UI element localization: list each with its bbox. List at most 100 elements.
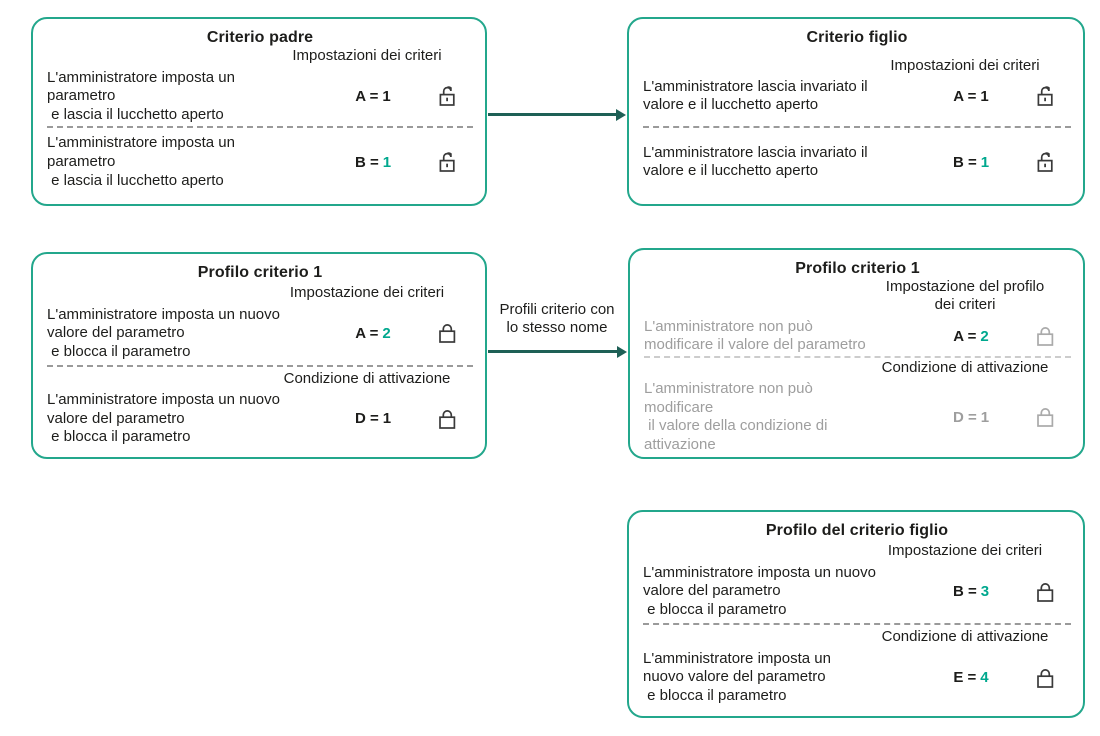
- activation-condition-section: Condizione di attivazione L'amministrato…: [47, 368, 473, 450]
- section-divider: [643, 125, 1071, 128]
- policy-setting-section: L'amministratore imposta un parametro e …: [47, 129, 473, 196]
- setting-row: L'amministratore imposta un nuovo valore…: [47, 391, 473, 447]
- setting-number: 4: [980, 669, 989, 687]
- policy-setting-section: Impostazioni dei criteri L'amministrator…: [47, 47, 473, 125]
- setting-row: L'amministratore imposta un parametro e …: [47, 69, 473, 125]
- activation-condition-section: Condizione di attivazione L'amministrato…: [644, 359, 1071, 455]
- policy-setting-section: Impostazioni dei criteri L'amministrator…: [643, 47, 1071, 125]
- section-heading: Condizione di attivazione: [881, 358, 1049, 376]
- section-divider: [47, 364, 473, 367]
- box-title-text: Profilo del criterio figlio: [765, 522, 949, 539]
- setting-number: 1: [980, 153, 990, 171]
- section-description: L'amministratore imposta un nuovo valore…: [643, 649, 831, 704]
- setting-number: 1: [382, 153, 392, 171]
- setting-name: A =: [355, 324, 379, 342]
- section-heading: Impostazione dei criteri: [289, 284, 445, 302]
- setting-name: B =: [354, 153, 379, 171]
- setting-number: 1: [382, 410, 392, 428]
- setting-number: 2: [382, 324, 391, 342]
- closed-lock-icon: [437, 322, 458, 344]
- section-description: L'amministratore non può modificare il v…: [644, 380, 828, 453]
- policy-setting-section: L'amministratore lascia invariato il val…: [643, 129, 1071, 196]
- setting-number: 1: [980, 408, 990, 426]
- section-heading: Impostazione dei criteri: [887, 542, 1043, 560]
- setting-value: D =1: [325, 410, 421, 427]
- section-heading: Impostazioni dei criteri: [292, 47, 442, 65]
- inheritance-arrow: [488, 113, 617, 116]
- setting-value: A =1: [923, 88, 1019, 105]
- section-heading: Impostazione del profilo dei criteri: [885, 278, 1045, 314]
- section-divider: [47, 125, 473, 128]
- box-title: Criterio padre: [47, 27, 473, 47]
- arrow-label: Profili criterio con lo stesso nome: [499, 301, 615, 336]
- section-heading: Impostazioni dei criteri: [890, 56, 1040, 74]
- section-description: L'amministratore imposta un parametro e …: [47, 68, 235, 123]
- box-title: Criterio figlio: [643, 27, 1071, 47]
- box-title: Profilo criterio 1: [47, 262, 473, 282]
- profile-inheritance-arrow: [488, 350, 618, 353]
- setting-row: L'amministratore lascia invariato il val…: [643, 144, 1071, 181]
- policy-setting-section: Impostazione dei criteri L'amministrator…: [47, 282, 473, 364]
- setting-row: L'amministratore imposta un nuovo valore…: [643, 564, 1071, 620]
- setting-name: B =: [952, 153, 977, 171]
- section-description: L'amministratore lascia invariato il val…: [643, 143, 868, 180]
- section-heading: Condizione di attivazione: [283, 369, 451, 387]
- closed-lock-icon: [437, 408, 458, 430]
- open-lock-icon: [437, 85, 458, 107]
- box-profilo-criterio-1: Profilo criterio 1 Impostazione dei crit…: [31, 252, 487, 459]
- closed-lock-icon: [1035, 406, 1056, 428]
- setting-value: A =2: [923, 328, 1019, 345]
- section-divider: [643, 623, 1071, 625]
- setting-name: E =: [953, 669, 977, 687]
- setting-row: L'amministratore imposta un nuovo valore…: [47, 306, 473, 362]
- setting-number: 3: [980, 583, 990, 601]
- setting-value: A =2: [325, 325, 421, 342]
- setting-name: A =: [355, 87, 379, 105]
- setting-value: B =1: [923, 154, 1019, 171]
- setting-number: 2: [980, 327, 989, 345]
- section-description: L'amministratore non può modificare il v…: [644, 317, 866, 354]
- setting-row: L'amministratore lascia invariato il val…: [643, 78, 1071, 115]
- setting-row: L'amministratore non può modificare il v…: [644, 380, 1071, 454]
- section-divider: [644, 355, 1071, 358]
- section-description: L'amministratore imposta un nuovo valore…: [47, 391, 280, 446]
- box-title-text: Criterio figlio: [806, 29, 908, 46]
- box-profilo-del-criterio-figlio: Profilo del criterio figlio Impostazione…: [627, 510, 1085, 718]
- box-criterio-figlio: Criterio figlio Impostazioni dei criteri…: [627, 17, 1085, 206]
- setting-name: B =: [952, 583, 977, 601]
- box-title: Profilo criterio 1: [644, 258, 1071, 278]
- section-description: L'amministratore imposta un nuovo valore…: [47, 305, 280, 360]
- open-lock-icon: [1035, 85, 1056, 107]
- section-description: L'amministratore imposta un nuovo valore…: [643, 563, 876, 618]
- setting-name: D =: [354, 410, 379, 428]
- setting-value: E =4: [923, 669, 1019, 686]
- setting-value: D =1: [923, 409, 1019, 426]
- section-description: L'amministratore lascia invariato il val…: [643, 77, 868, 114]
- setting-row: L'amministratore non può modificare il v…: [644, 318, 1071, 355]
- open-lock-icon: [437, 151, 458, 173]
- closed-lock-icon: [1035, 667, 1056, 689]
- setting-value: B =3: [923, 583, 1019, 600]
- box-profilo-criterio-1-inherited: Profilo criterio 1 Impostazione del prof…: [628, 248, 1085, 459]
- section-heading: Condizione di attivazione: [881, 628, 1049, 646]
- box-title-text: Criterio padre: [206, 29, 314, 46]
- setting-value: B =1: [325, 154, 421, 171]
- policy-setting-section: Impostazione del profilo dei criteri L'a…: [644, 278, 1071, 355]
- setting-name: A =: [953, 327, 977, 345]
- setting-name: A =: [953, 87, 977, 105]
- box-title-text: Profilo criterio 1: [197, 264, 323, 281]
- setting-row: L'amministratore imposta un parametro e …: [47, 134, 473, 190]
- box-title-text: Profilo criterio 1: [795, 260, 920, 277]
- setting-value: A =1: [325, 88, 421, 105]
- setting-number: 1: [382, 87, 391, 105]
- open-lock-icon: [1035, 151, 1056, 173]
- closed-lock-icon: [1035, 325, 1056, 347]
- setting-name: D =: [952, 408, 977, 426]
- closed-lock-icon: [1035, 581, 1056, 603]
- policy-setting-section: Impostazione dei criteri L'amministrator…: [643, 540, 1071, 622]
- setting-row: L'amministratore imposta un nuovo valore…: [643, 650, 1071, 706]
- setting-number: 1: [980, 87, 989, 105]
- section-description: L'amministratore imposta un parametro e …: [47, 134, 235, 189]
- box-title: Profilo del criterio figlio: [643, 520, 1071, 540]
